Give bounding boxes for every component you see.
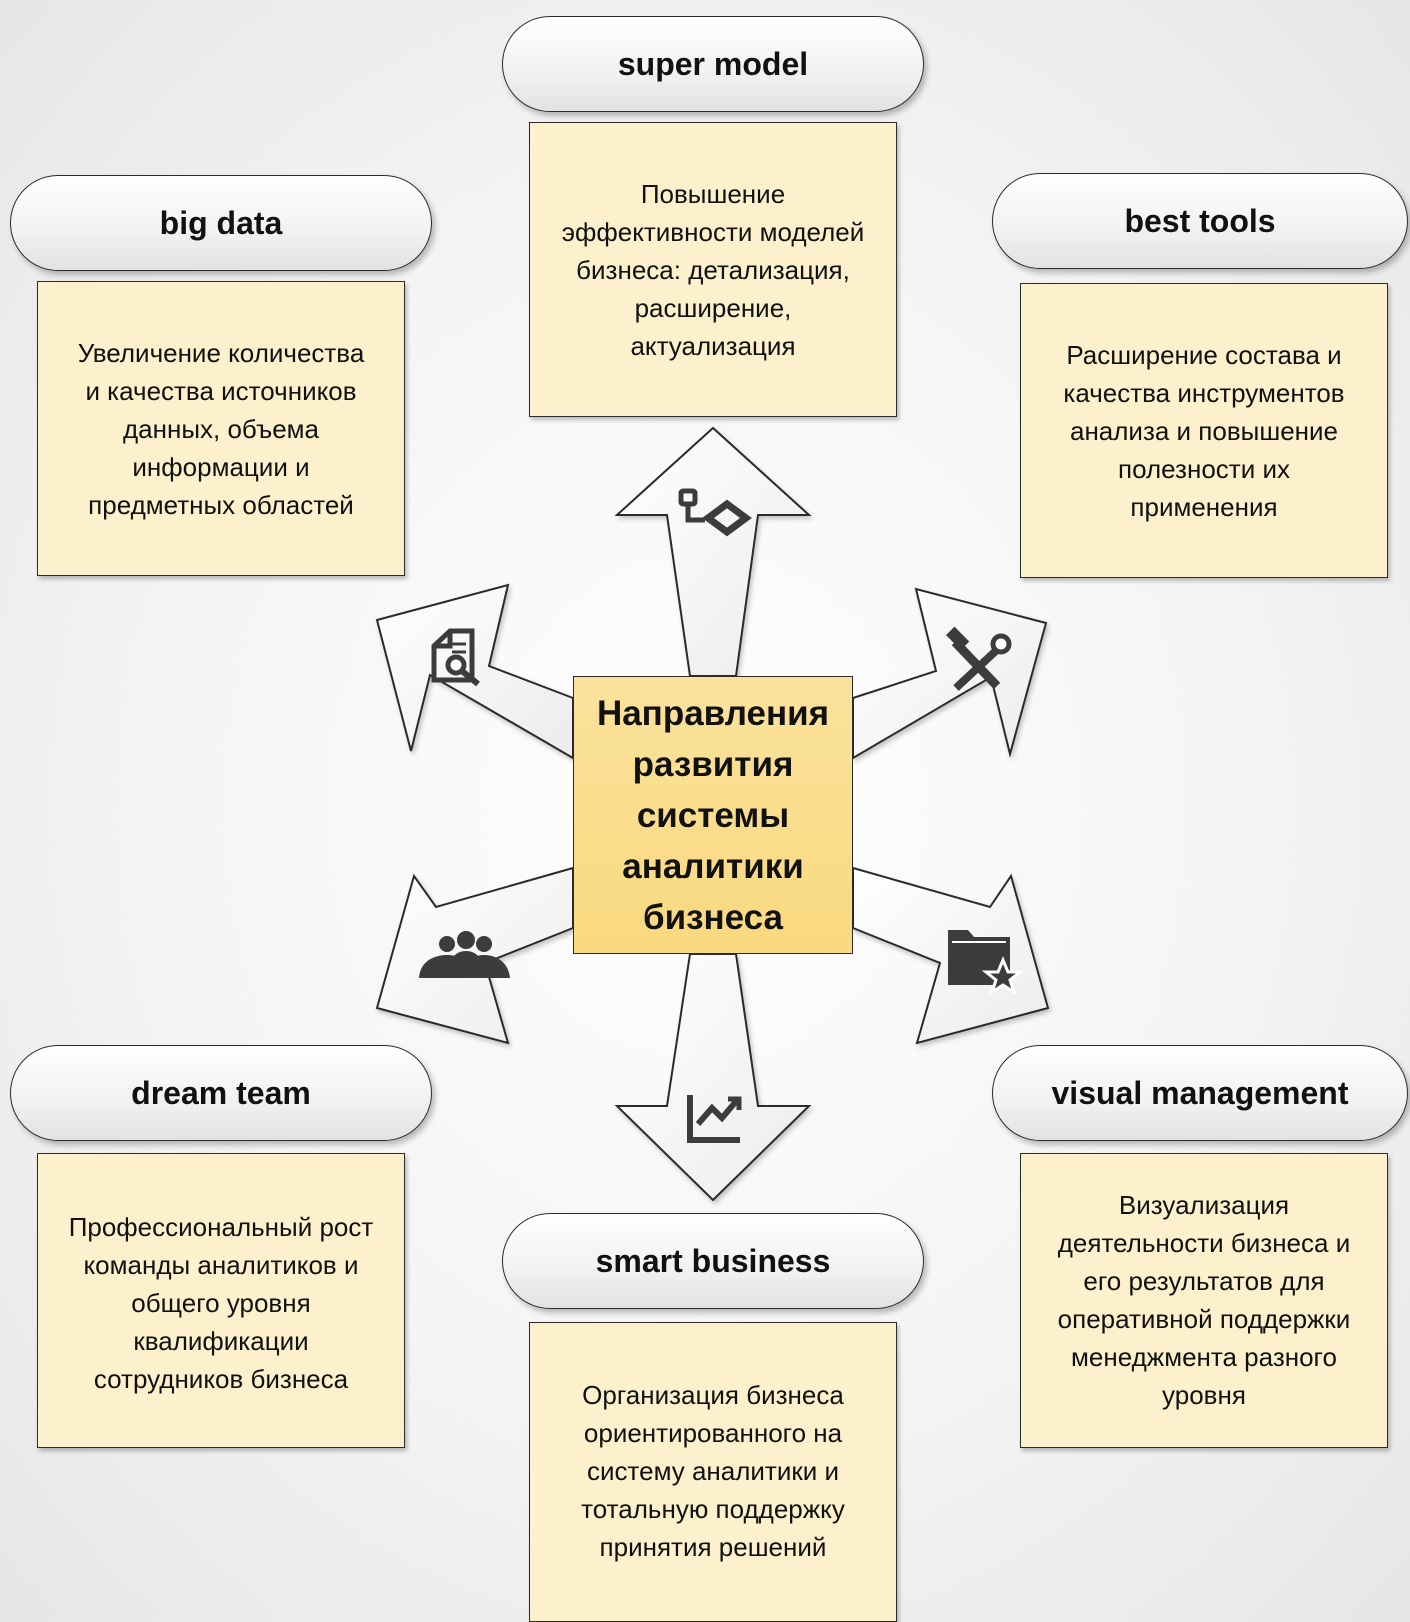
text-line: Расширение состава и <box>1066 339 1342 370</box>
text-line: актуализация <box>630 331 796 361</box>
text-line: Повышение <box>640 179 786 209</box>
text-line: общего уровня <box>131 1288 311 1318</box>
node-box-big-data: Увеличение количества и качества источни… <box>37 281 405 576</box>
tools-icon <box>945 626 1012 691</box>
node-box-dream-team: Профессиональный рост команды аналитиков… <box>37 1153 405 1448</box>
node-title-big-data: big data <box>10 175 432 271</box>
text-line: Профессиональный рост <box>68 1212 374 1242</box>
workflow-icon <box>678 488 752 537</box>
text-line: данных, объема <box>122 413 319 444</box>
arrow-down <box>614 953 812 1202</box>
text-line: применения <box>1130 491 1278 522</box>
text-line: команды аналитиков и <box>83 1250 359 1280</box>
text-line: ориентированного на <box>583 1418 843 1448</box>
center-line: системы <box>636 795 790 835</box>
center-line: развития <box>632 744 794 784</box>
document-search-icon <box>431 628 480 687</box>
text-line: полезности их <box>1118 453 1290 484</box>
trend-chart-icon <box>687 1095 742 1143</box>
text-line: предметных областей <box>88 489 354 520</box>
text-line: сотрудников бизнеса <box>93 1364 349 1394</box>
text-line: принятия решений <box>599 1532 827 1562</box>
text-line: систему аналитики и <box>586 1456 840 1486</box>
node-title-visual-management: visual management <box>992 1045 1408 1141</box>
text-line: Визуализация <box>1118 1190 1290 1220</box>
text-line: расширение, <box>634 293 792 323</box>
text-line: Увеличение количества <box>77 337 365 368</box>
node-title-dream-team: dream team <box>10 1045 432 1141</box>
text-line: и качества источников <box>85 375 357 406</box>
text-line: оперативной поддержки <box>1057 1304 1351 1334</box>
center-line: бизнеса <box>642 897 784 937</box>
text-line: уровня <box>1162 1380 1246 1410</box>
text-line: анализа и повышение <box>1069 415 1339 446</box>
team-icon <box>419 931 510 978</box>
text-line: тотальную поддержку <box>581 1494 845 1524</box>
node-title-smart-business: smart business <box>502 1213 924 1309</box>
text-line: информации и <box>132 451 310 482</box>
text-line: эффективности моделей <box>561 217 865 247</box>
node-box-visual-management: Визуализация деятельности бизнеса и его … <box>1020 1153 1388 1448</box>
node-box-smart-business: Организация бизнеса ориентированного на … <box>529 1322 897 1622</box>
center-topic: Направления развития системы аналитики б… <box>573 676 853 954</box>
text-line: бизнеса: детализация, <box>576 255 850 285</box>
text-line: качества инструментов <box>1063 377 1345 408</box>
node-title-best-tools: best tools <box>992 173 1408 269</box>
folder-star-icon <box>948 930 1025 996</box>
arrow-up-left <box>375 583 574 760</box>
text-line: деятельности бизнеса и <box>1057 1228 1351 1258</box>
node-title-super-model: super model <box>502 16 924 112</box>
node-box-best-tools: Расширение состава и качества инструмент… <box>1020 283 1388 578</box>
center-line: Направления <box>596 693 830 733</box>
text-line: менеджмента разного <box>1071 1342 1337 1372</box>
arrow-up-right <box>852 587 1048 760</box>
arrow-up <box>614 426 812 677</box>
text-line: Организация бизнеса <box>582 1380 844 1410</box>
text-line: его результатов для <box>1083 1266 1325 1296</box>
node-box-super-model: Повышение эффективности моделей бизнеса:… <box>529 122 897 417</box>
text-line: квалификации <box>133 1326 309 1356</box>
center-line: аналитики <box>622 846 804 886</box>
